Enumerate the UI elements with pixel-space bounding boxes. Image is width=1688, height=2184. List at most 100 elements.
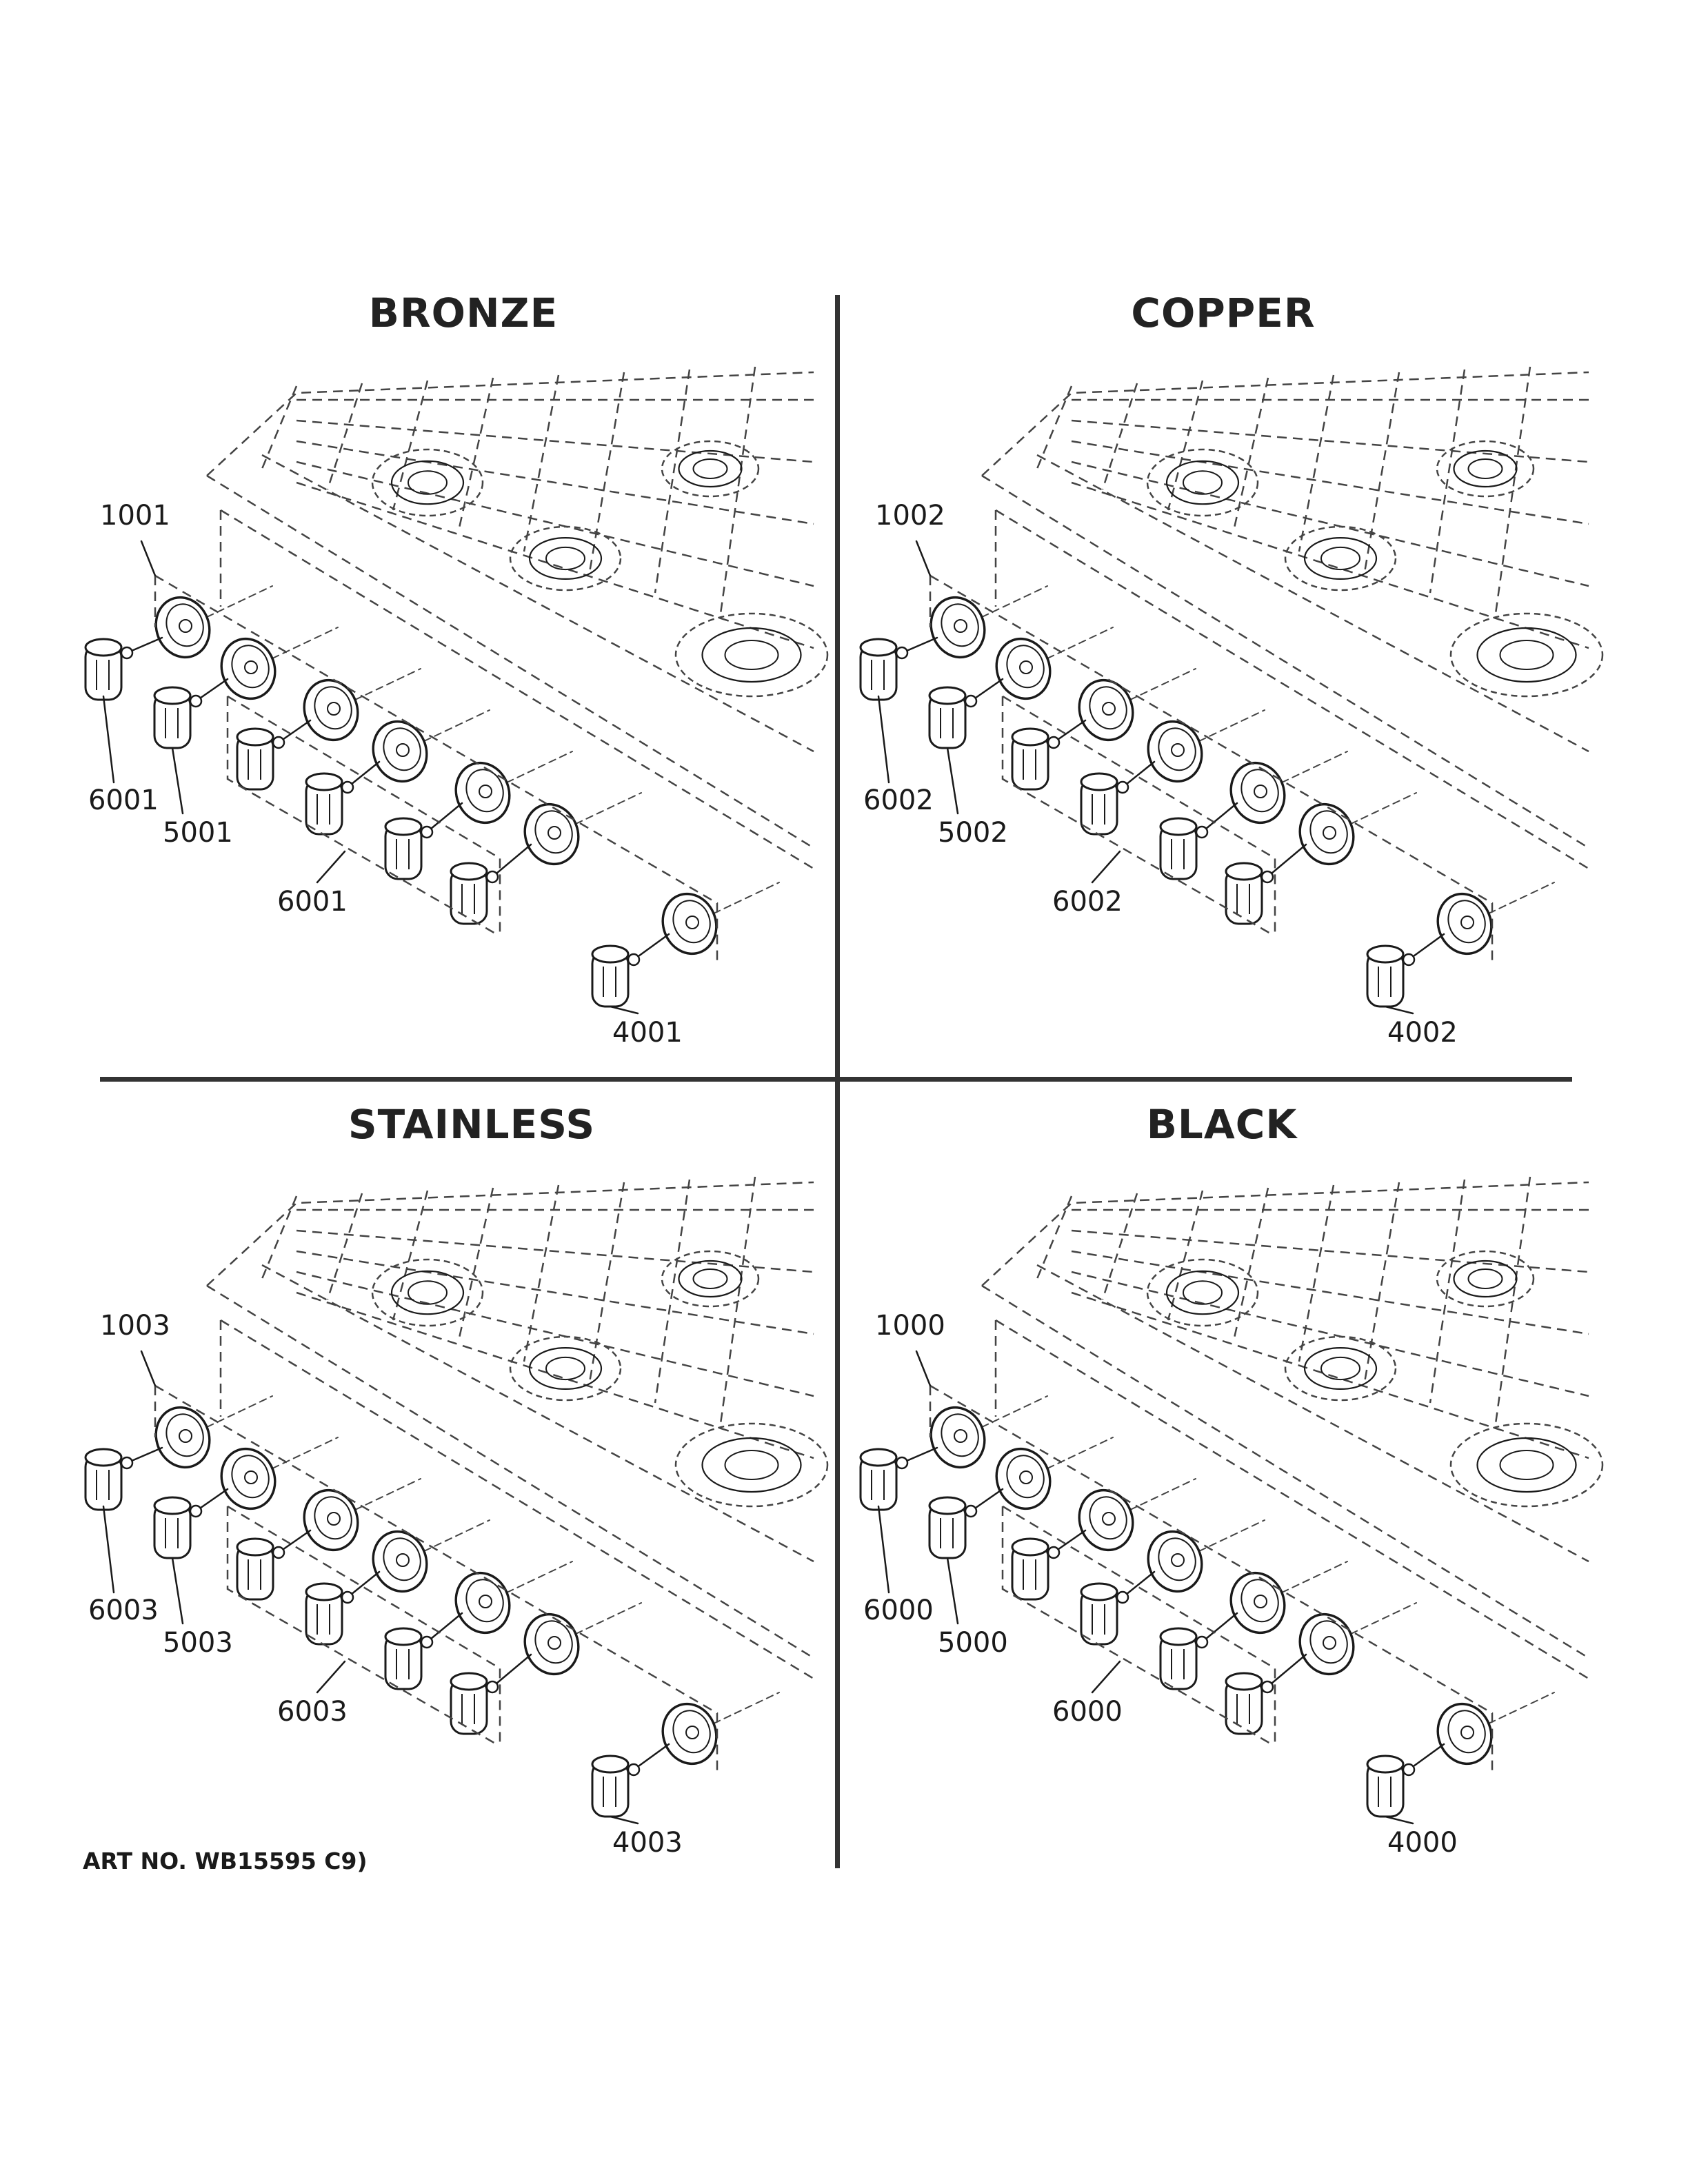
- knob-top: [1366, 944, 1405, 964]
- grate-rail: [296, 461, 814, 587]
- control-knob: [153, 686, 203, 749]
- grate-bar: [1101, 1193, 1138, 1300]
- group-bracket-middle-right: [227, 695, 501, 934]
- bezel-inner-ring: [1447, 1710, 1486, 1754]
- burner-grate: [1146, 1258, 1259, 1327]
- callout-left-knob: 6000: [863, 1595, 934, 1626]
- quadrant-art: [84, 1176, 829, 1825]
- knob-bezel: [154, 1406, 211, 1469]
- knob-shaft: [1047, 1546, 1061, 1559]
- control-knob: [859, 1448, 909, 1511]
- grate-rail: [1071, 1250, 1589, 1335]
- bezel-hub: [1254, 785, 1267, 798]
- shaft-line: [1266, 1653, 1307, 1688]
- burner-center: [724, 640, 779, 670]
- bezel-inner-ring: [1158, 727, 1196, 771]
- quadrant-title-black: BLACK: [1146, 1101, 1298, 1148]
- grate-bar: [719, 366, 756, 614]
- bezel-inner-ring: [314, 686, 352, 730]
- cooktop-lower-edge: [220, 1319, 814, 1680]
- burner-grate: [1146, 448, 1259, 517]
- knob-top: [450, 1672, 488, 1691]
- grate-bar: [1232, 1187, 1269, 1342]
- leader-line: [140, 1350, 157, 1387]
- knob-shaft: [272, 736, 285, 749]
- bezel-inner-ring: [465, 769, 504, 813]
- callout-middle-knob-group: 6001: [277, 886, 348, 918]
- control-knob: [84, 1448, 134, 1511]
- shaft-line: [1121, 760, 1156, 789]
- leader-line: [171, 747, 184, 815]
- grate-bar: [326, 1193, 363, 1300]
- control-knob: [236, 1537, 285, 1601]
- callout-knob-set: 1000: [875, 1310, 945, 1342]
- knob-bezel: [1229, 761, 1286, 825]
- bezel-ring: [930, 596, 986, 659]
- bezel-hub: [179, 619, 192, 633]
- shaft-line: [1200, 802, 1238, 833]
- shaft-line: [425, 1612, 463, 1644]
- knob-bezel: [930, 596, 986, 659]
- control-knob: [236, 727, 285, 791]
- bezel-inner-ring: [383, 1537, 421, 1581]
- bezel-hub: [954, 1429, 967, 1443]
- grate-front-edge: [261, 454, 814, 753]
- knob-bezel: [930, 1406, 986, 1469]
- bezel-ring: [454, 1571, 511, 1635]
- knob-shaft: [964, 1504, 978, 1518]
- knob-shaft: [485, 870, 499, 884]
- grate-bar: [392, 1190, 429, 1321]
- burner-center: [1183, 470, 1223, 495]
- cooktop-back-edge: [206, 1181, 814, 1286]
- alignment-line: [272, 627, 339, 659]
- bezel-inner-ring: [941, 603, 979, 647]
- knob-bezel: [1298, 802, 1355, 866]
- bezel-inner-ring: [231, 645, 270, 689]
- bezel-ring: [1298, 1612, 1355, 1676]
- control-knob: [153, 1496, 203, 1559]
- burner-cap: [1476, 1437, 1577, 1493]
- group-bracket-middle: [1001, 696, 1272, 936]
- cooktop-front-edge: [981, 474, 1589, 849]
- shaft-line: [1407, 933, 1445, 961]
- bezel-hub: [1019, 660, 1033, 674]
- control-knob: [450, 862, 499, 925]
- bezel-inner-ring: [1158, 1537, 1196, 1581]
- bezel-inner-ring: [672, 1710, 711, 1754]
- burner-outline: [1449, 1422, 1604, 1508]
- leader-line: [1091, 850, 1121, 884]
- shaft-line: [1200, 1612, 1238, 1644]
- knob-top: [1159, 1627, 1198, 1646]
- knob-bezel: [523, 802, 580, 866]
- burner-grate: [674, 1422, 829, 1508]
- control-knob: [305, 772, 354, 836]
- leader-line: [609, 1815, 639, 1825]
- bezel-hub: [179, 1429, 192, 1443]
- bezel-inner-ring: [534, 1620, 573, 1664]
- vertical-divider: [835, 295, 840, 1868]
- shaft-line: [125, 1446, 163, 1464]
- cooktop-lower-edge: [995, 1319, 1589, 1680]
- cooktop-front-edge: [206, 1284, 814, 1659]
- knob-bezel: [372, 1530, 428, 1593]
- grate-rail: [296, 440, 814, 525]
- grate-bar: [654, 1179, 691, 1404]
- bezel-hub: [1254, 1595, 1267, 1608]
- knob-shaft: [1195, 1635, 1209, 1649]
- grate-rail: [296, 1229, 814, 1273]
- bezel-hub: [1102, 702, 1116, 716]
- knob-top: [1159, 817, 1198, 836]
- bezel-ring: [154, 596, 211, 659]
- knob-top: [84, 638, 123, 657]
- burner-outline: [1284, 1335, 1397, 1402]
- burner-outline: [674, 612, 829, 698]
- knob-bezel: [454, 1571, 511, 1635]
- leader-line: [946, 747, 959, 815]
- bezel-inner-ring: [1309, 1620, 1348, 1664]
- bezel-hub: [547, 1636, 561, 1650]
- bezel-inner-ring: [672, 900, 711, 944]
- leader-line: [1091, 1660, 1121, 1694]
- bezel-ring: [995, 637, 1052, 700]
- quadrant-title-bronze: BRONZE: [368, 290, 559, 336]
- cooktop-drawing-black: [859, 1176, 1604, 1825]
